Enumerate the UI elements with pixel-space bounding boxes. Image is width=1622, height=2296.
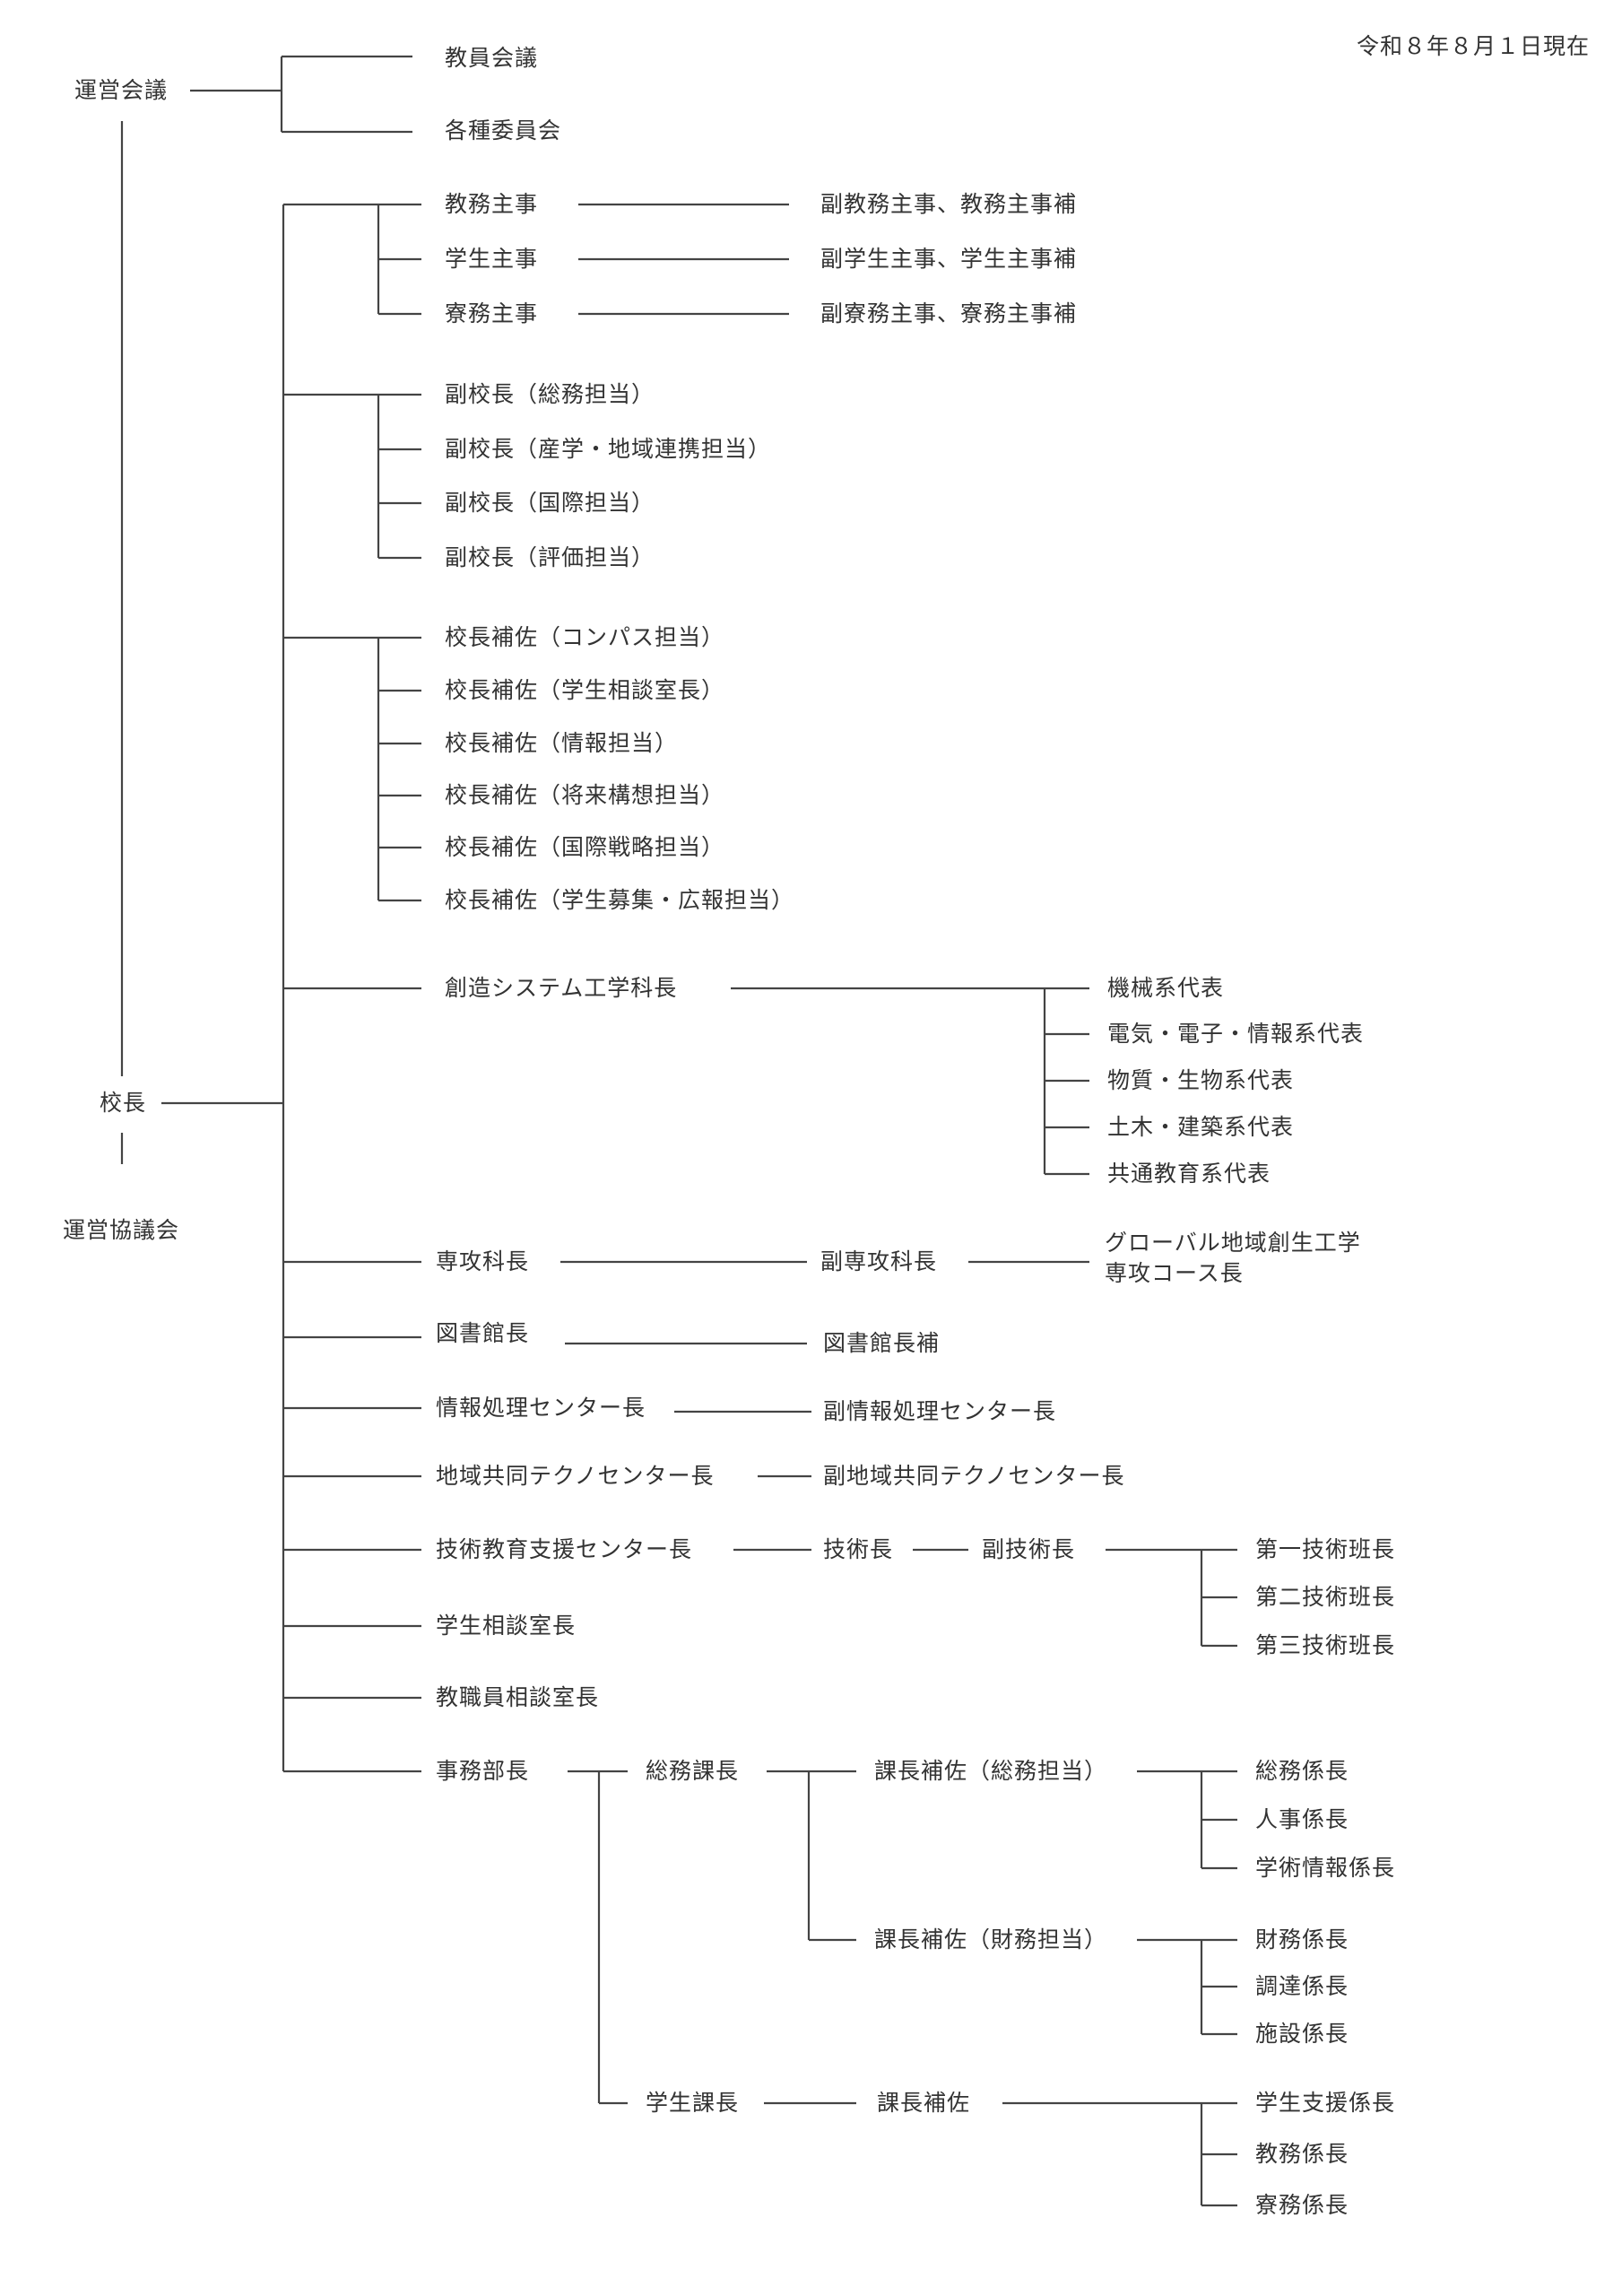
admin-head: 事務部長: [436, 1758, 530, 1784]
dean-student: 学生主事: [445, 246, 539, 272]
president: 校長: [100, 1090, 147, 1116]
rep-materials: 物質・生物系代表: [1107, 1067, 1295, 1093]
advanced-course-head: 専攻科長: [436, 1248, 530, 1274]
assistant-counseling: 校長補佐（学生相談室長）: [445, 677, 725, 703]
operations-council: 運営会議: [74, 77, 169, 103]
dean-academic: 教務主事: [445, 191, 539, 217]
techno-center-deputy: 副地域共同テクノセンター長: [823, 1463, 1125, 1489]
student-affairs-manager: 学生課長: [646, 2090, 740, 2116]
student-counseling-head: 学生相談室長: [436, 1613, 577, 1639]
dean-dormitory-deputy: 副寮務主事、寮務主事補: [820, 300, 1078, 326]
rep-mechanical: 機械系代表: [1107, 975, 1225, 1001]
techno-center-head: 地域共同テクノセンター長: [436, 1463, 715, 1489]
vice-president-evaluation: 副校長（評価担当）: [445, 544, 655, 570]
assistant-manager-finance: 課長補佐（財務担当）: [874, 1926, 1108, 1952]
assistant-recruitment: 校長補佐（学生募集・広報担当）: [445, 887, 795, 913]
dean-academic-deputy: 副教務主事、教務主事補: [820, 191, 1078, 217]
assistant-manager-general: 課長補佐（総務担当）: [874, 1758, 1108, 1784]
unit-finance: 財務係長: [1255, 1926, 1349, 1952]
engineering-department-head: 創造システム工学科長: [445, 975, 678, 1001]
unit-academic-affairs: 教務係長: [1255, 2141, 1349, 2167]
vice-president-industry: 副校長（産学・地域連携担当）: [445, 436, 772, 462]
rep-general-education: 共通教育系代表: [1107, 1161, 1271, 1187]
unit-academic-info: 学術情報係長: [1255, 1855, 1396, 1881]
library-head: 図書館長: [436, 1320, 530, 1346]
assistant-international-strategy: 校長補佐（国際戦略担当）: [445, 834, 725, 860]
info-center-deputy: 副情報処理センター長: [823, 1398, 1057, 1424]
rep-electrical: 電気・電子・情報系代表: [1107, 1021, 1365, 1047]
staff-counseling-head: 教職員相談室長: [436, 1684, 600, 1710]
assistant-future-planning: 校長補佐（将来構想担当）: [445, 782, 725, 808]
tech-support-center-head: 技術教育支援センター長: [436, 1536, 693, 1562]
technical-deputy: 副技術長: [982, 1536, 1076, 1562]
vice-president-general: 副校長（総務担当）: [445, 381, 655, 407]
course-head-line2: 専攻コース長: [1105, 1260, 1244, 1286]
assistant-manager-student: 課長補佐: [877, 2090, 971, 2116]
tech-team-1: 第一技術班長: [1255, 1536, 1396, 1562]
dean-student-deputy: 副学生主事、学生主事補: [820, 246, 1078, 272]
unit-facilities: 施設係長: [1255, 2021, 1349, 2047]
unit-personnel: 人事係長: [1255, 1806, 1349, 1832]
rep-civil: 土木・建築系代表: [1107, 1114, 1295, 1140]
course-head-line1: グローバル地域創生工学: [1105, 1230, 1361, 1256]
unit-student-support: 学生支援係長: [1255, 2090, 1396, 2116]
tech-team-2: 第二技術班長: [1255, 1584, 1396, 1610]
vice-president-international: 副校長（国際担当）: [445, 490, 655, 516]
advanced-course-deputy: 副専攻科長: [820, 1248, 938, 1274]
assistant-information: 校長補佐（情報担当）: [445, 730, 679, 756]
technical-chief: 技術長: [823, 1536, 894, 1562]
faculty-meeting: 教員会議: [445, 45, 539, 71]
unit-dormitory-affairs: 寮務係長: [1255, 2192, 1349, 2218]
unit-general-affairs: 総務係長: [1255, 1758, 1349, 1784]
committees: 各種委員会: [445, 117, 562, 144]
unit-procurement: 調達係長: [1255, 1973, 1349, 1999]
advisory-council: 運営協議会: [63, 1217, 180, 1243]
assistant-compass: 校長補佐（コンパス担当）: [445, 624, 725, 650]
library-assistant: 図書館長補: [823, 1330, 941, 1356]
tech-team-3: 第三技術班長: [1255, 1632, 1396, 1658]
as-of-date: 令和８年８月１日現在: [1357, 33, 1591, 59]
dean-dormitory: 寮務主事: [445, 300, 539, 326]
info-center-head: 情報処理センター長: [436, 1395, 646, 1421]
general-affairs-manager: 総務課長: [646, 1758, 740, 1784]
